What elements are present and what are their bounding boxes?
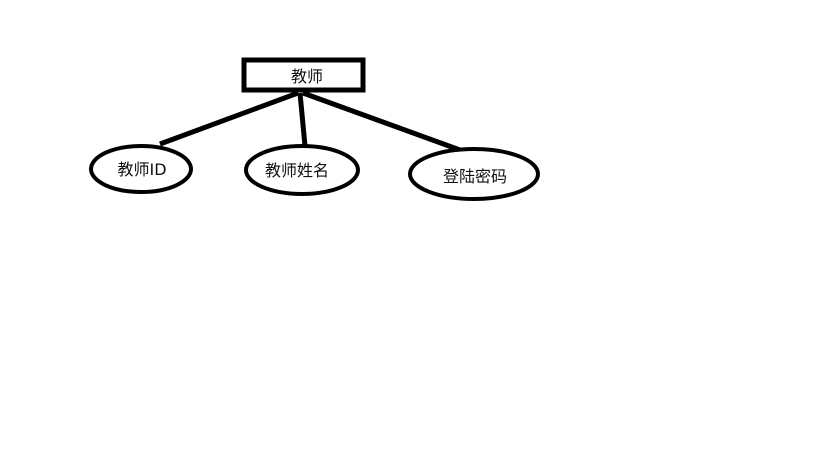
attribute-teacher-name-ellipse — [244, 144, 360, 196]
entity-teacher-label: 教师 — [290, 67, 324, 86]
attribute-teacher-name-label: 教师姓名 — [264, 161, 330, 180]
entity-teacher-box — [241, 57, 366, 93]
connector-teacher-id — [159, 90, 299, 147]
attribute-login-password-ellipse — [408, 147, 540, 201]
attribute-login-password-label: 登陆密码 — [442, 167, 508, 186]
connector-teacher-name — [297, 92, 308, 147]
attribute-teacher-id-ellipse — [89, 144, 193, 194]
attribute-teacher-id-label: 教师ID — [117, 160, 167, 179]
connector-login-password — [302, 90, 461, 153]
